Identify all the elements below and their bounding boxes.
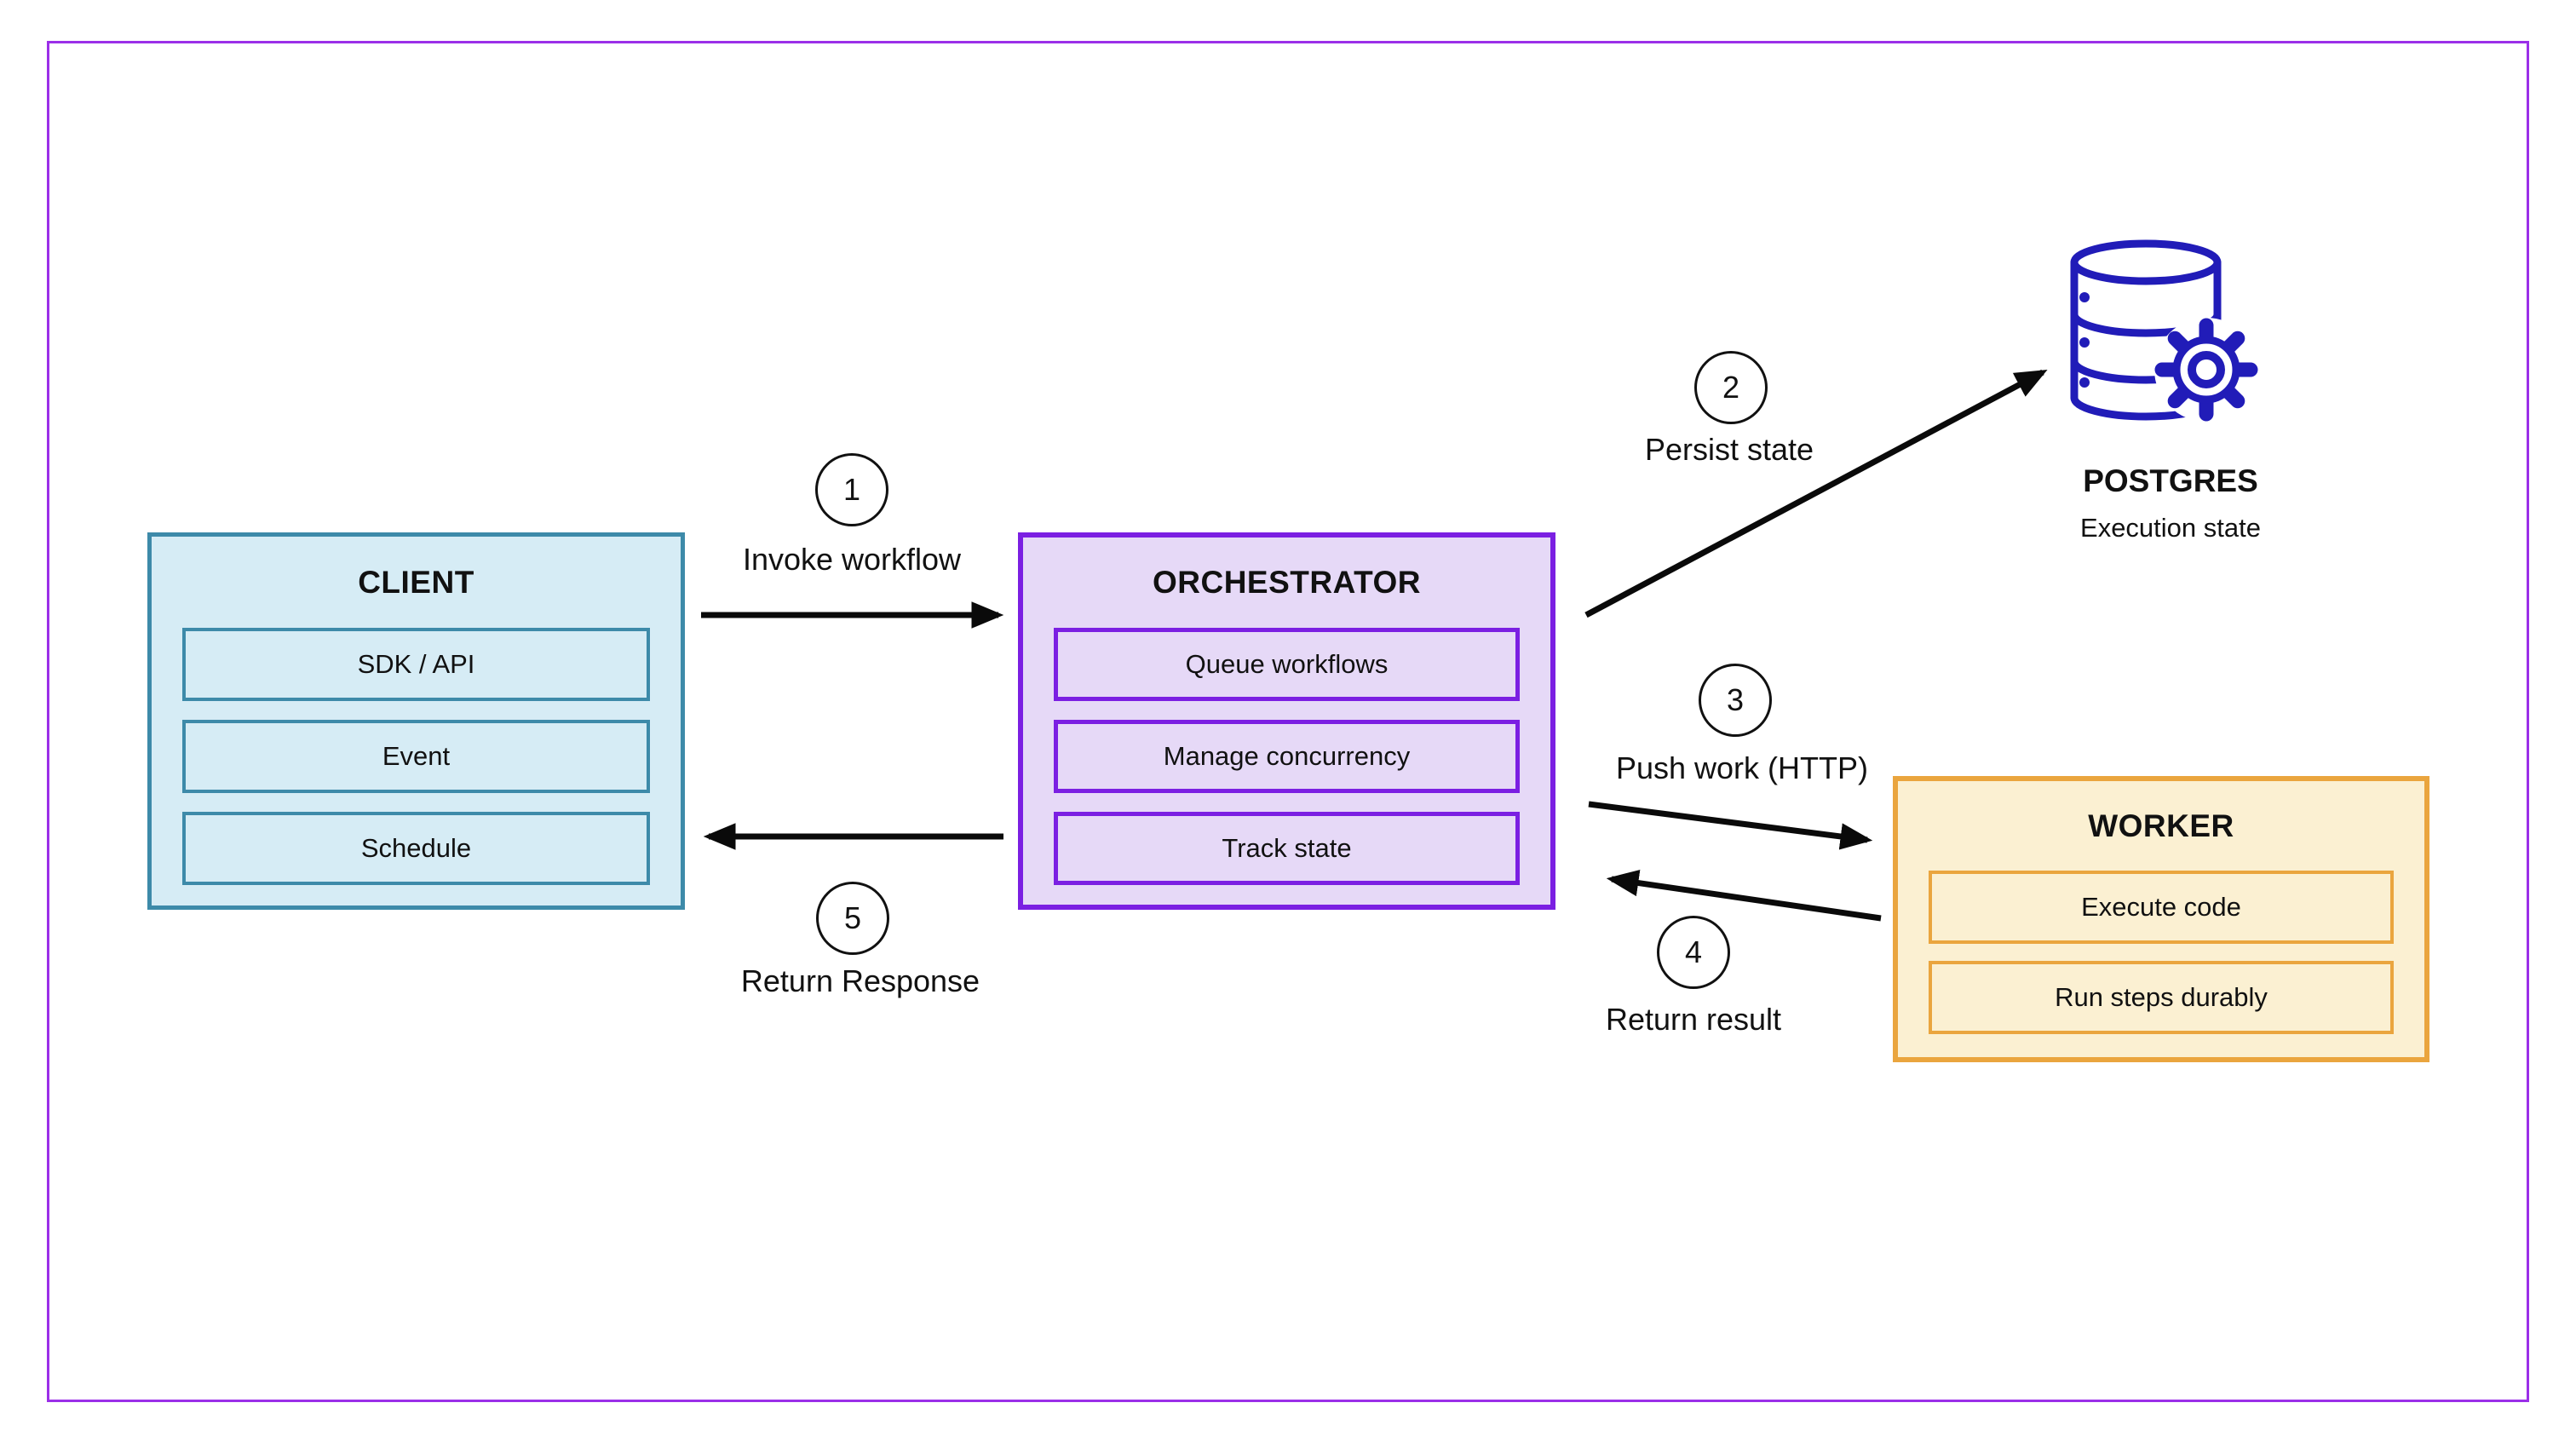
arrow-persist-state [1584, 369, 2048, 618]
client-item-sdk-api: SDK / API [182, 628, 650, 701]
step-circle-1: 1 [815, 453, 888, 526]
step-circle-4: 4 [1657, 916, 1730, 989]
step-circle-5: 5 [816, 882, 889, 955]
arrow-return-result [1606, 869, 1882, 922]
orchestrator-box: ORCHESTRATOR Queue workflows Manage conc… [1018, 532, 1555, 910]
client-item-schedule: Schedule [182, 812, 650, 885]
outer-frame [47, 41, 2529, 1402]
flow-label-invoke-workflow: Invoke workflow [742, 542, 962, 577]
orchestrator-item-queue-workflows: Queue workflows [1054, 628, 1520, 701]
orchestrator-title: ORCHESTRATOR [1152, 565, 1422, 600]
worker-item-execute-code: Execute code [1929, 871, 2394, 944]
client-title: CLIENT [358, 564, 474, 600]
worker-item-run-steps-durably: Run steps durably [1929, 961, 2394, 1034]
client-box: CLIENT SDK / API Event Schedule [147, 532, 685, 910]
worker-box: WORKER Execute code Run steps durably [1893, 776, 2429, 1062]
arrow-push-work [1588, 801, 1873, 850]
flow-label-persist-state: Persist state [1644, 432, 1814, 467]
flow-label-return-result: Return result [1605, 1002, 1782, 1037]
postgres-subtitle: Execution state [2080, 513, 2261, 543]
postgres-title: POSTGRES [2083, 463, 2258, 498]
client-item-event: Event [182, 720, 650, 793]
orchestrator-item-manage-concurrency: Manage concurrency [1054, 720, 1520, 793]
flow-label-push-work: Push work (HTTP) [1615, 750, 1869, 785]
worker-title: WORKER [2088, 808, 2234, 843]
database-gear-icon [2070, 239, 2258, 422]
step-circle-3: 3 [1699, 664, 1772, 737]
orchestrator-item-track-state: Track state [1054, 812, 1520, 885]
step-circle-2: 2 [1694, 351, 1768, 424]
flow-label-return-response: Return Response [740, 963, 980, 998]
